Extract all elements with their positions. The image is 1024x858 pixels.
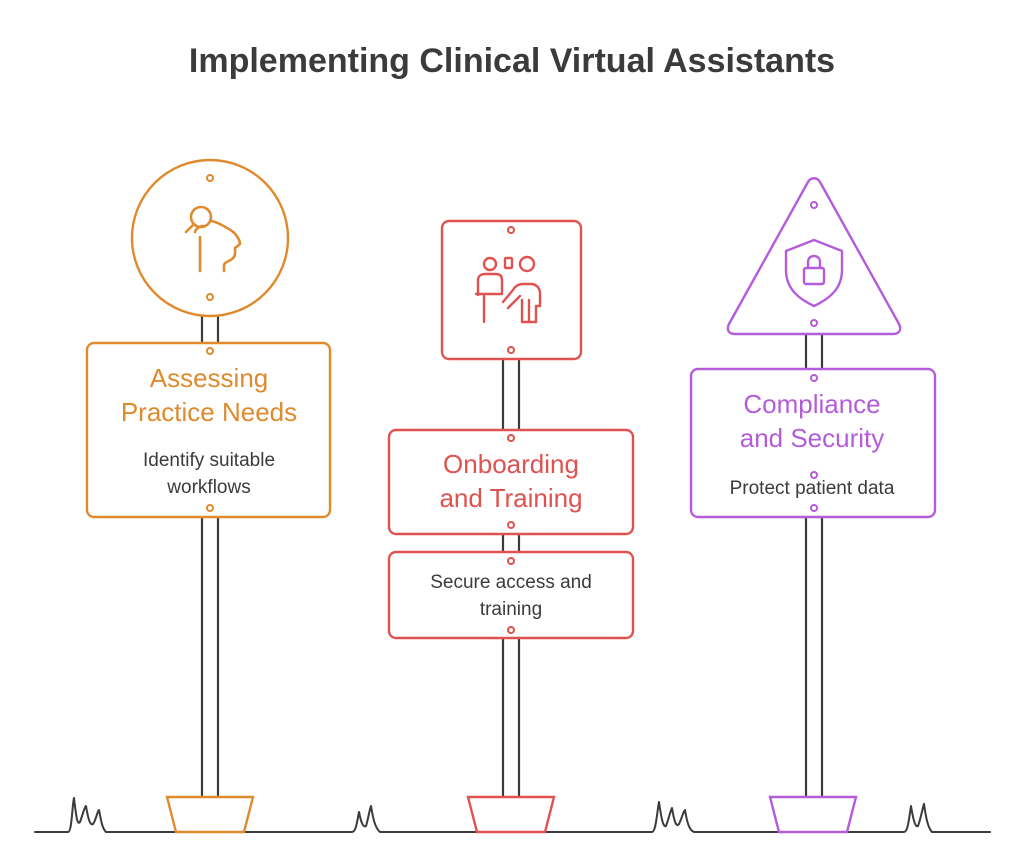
bolt (507, 226, 515, 234)
sign-board (387, 550, 635, 640)
sign-description-line2: workflows (166, 477, 250, 498)
sign-post (200, 316, 220, 797)
bolt (206, 504, 214, 512)
sign-base (768, 795, 858, 834)
sign-description-line2: training (480, 599, 542, 620)
sign-post (501, 359, 521, 797)
sign-board (85, 341, 332, 519)
sign-onboarding-and-training: Onboarding and Training Secure access an… (387, 219, 635, 834)
page-title: Implementing Clinical Virtual Assistants (189, 42, 835, 80)
sign-base (165, 795, 255, 834)
bolt (507, 346, 515, 354)
sign-post (804, 333, 824, 797)
bolt (507, 521, 515, 529)
sign-description-line1: Protect patient data (730, 478, 895, 499)
bolt (810, 319, 818, 327)
sign-assessing-practice-needs: Assessing Practice Needs Identify suitab… (85, 158, 332, 834)
bolt (507, 626, 515, 634)
bolt (206, 293, 214, 301)
bolt (206, 347, 214, 355)
bolt (810, 504, 818, 512)
head-search-icon (184, 205, 242, 273)
sign-heading-line1: Assessing (150, 363, 269, 393)
sign-description-line1: Secure access and (430, 572, 592, 593)
sign-heading-line1: Compliance (743, 389, 880, 419)
bolt (507, 434, 515, 442)
sign-base (466, 795, 556, 834)
sign-heading-line1: Onboarding (443, 449, 579, 479)
sign-heading-line2: Practice Needs (121, 397, 297, 427)
bolt (507, 557, 515, 565)
sign-compliance-and-security: Compliance and Security Protect patient … (689, 177, 937, 834)
sign-board (689, 367, 937, 519)
presenter-icon (474, 255, 542, 324)
sign-heading-line2: and Security (740, 423, 885, 453)
bolt (810, 471, 818, 479)
sign-board (387, 428, 635, 536)
sign-circle (130, 158, 290, 318)
bolt (810, 374, 818, 382)
bolt (206, 174, 214, 182)
shield-lock-icon (784, 238, 844, 308)
sign-description-line1: Identify suitable (143, 450, 275, 471)
sign-heading-line2: and Training (439, 483, 582, 513)
bolt (810, 201, 818, 209)
